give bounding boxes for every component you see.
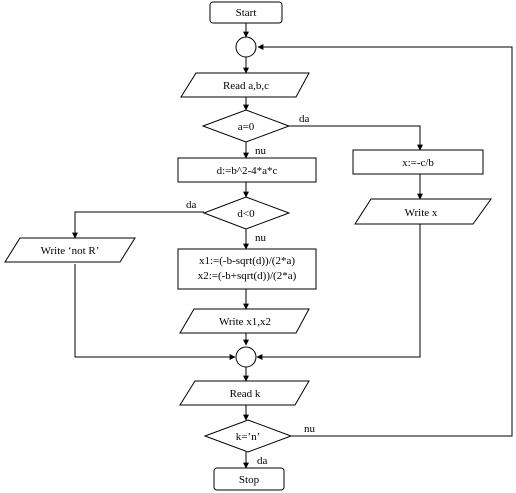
node-cond-a: a=0: [201, 109, 291, 143]
edge-cond-a-yes: [289, 125, 423, 151]
label-a0-no: nu: [255, 145, 267, 157]
node-calc-d-label: d:=b^2-4*a*c: [217, 165, 278, 177]
node-stop-label: Stop: [239, 474, 260, 486]
label-a0-yes: da: [299, 113, 310, 125]
connectors: [72, 23, 513, 469]
node-stop: Stop: [213, 467, 285, 491]
node-read-abc: Read a,b,c: [180, 72, 310, 98]
node-start: Start: [209, 1, 283, 24]
node-cond-k: k=’n’: [203, 419, 293, 453]
node-write-x1x2: Write x1,x2: [179, 308, 310, 334]
node-cond-k-label: k=’n’: [236, 431, 261, 443]
edge-write-notr-to-junction: [74, 264, 236, 360]
node-write-notr: Write ‘not R’: [4, 237, 136, 263]
node-cond-a-label: a=0: [238, 121, 255, 133]
node-read-k: Read k: [179, 380, 310, 406]
node-write-x: Write x: [354, 198, 492, 225]
node-cond-d: d<0: [202, 196, 291, 230]
node-calc-x1x2: x1:=(-b-sqrt(d))/(2*a) x2:=(-b+sqrt(d))/…: [177, 248, 317, 290]
node-calc-x-label: x:=-c/b: [402, 157, 434, 169]
node-calc-x: x:=-c/b: [352, 149, 484, 175]
junction-top: [235, 36, 257, 58]
label-d-yes: da: [186, 199, 197, 211]
edge-cond-d-yes: [72, 211, 204, 239]
label-d-no: nu: [255, 232, 267, 244]
label-k-yes: da: [257, 455, 268, 467]
junction-bottom: [235, 346, 257, 368]
node-calc-x2-label: x2:=(-b+sqrt(d))/(2*a): [198, 270, 297, 282]
node-write-notr-label: Write ‘not R’: [41, 245, 100, 257]
edge-cond-k-no-loop: [257, 44, 513, 437]
node-start-label: Start: [236, 7, 257, 19]
node-read-abc-label: Read a,b,c: [223, 80, 269, 92]
node-read-k-label: Read k: [230, 388, 261, 400]
node-calc-d: d:=b^2-4*a*c: [177, 157, 317, 183]
node-cond-d-label: d<0: [237, 208, 255, 220]
label-k-no: nu: [304, 423, 316, 435]
node-write-x-label: Write x: [405, 207, 438, 219]
node-write-x1x2-label: Write x1,x2: [219, 316, 271, 328]
node-calc-x1-label: x1:=(-b-sqrt(d))/(2*a): [199, 255, 295, 267]
edge-write-x-to-junction: [256, 224, 421, 360]
